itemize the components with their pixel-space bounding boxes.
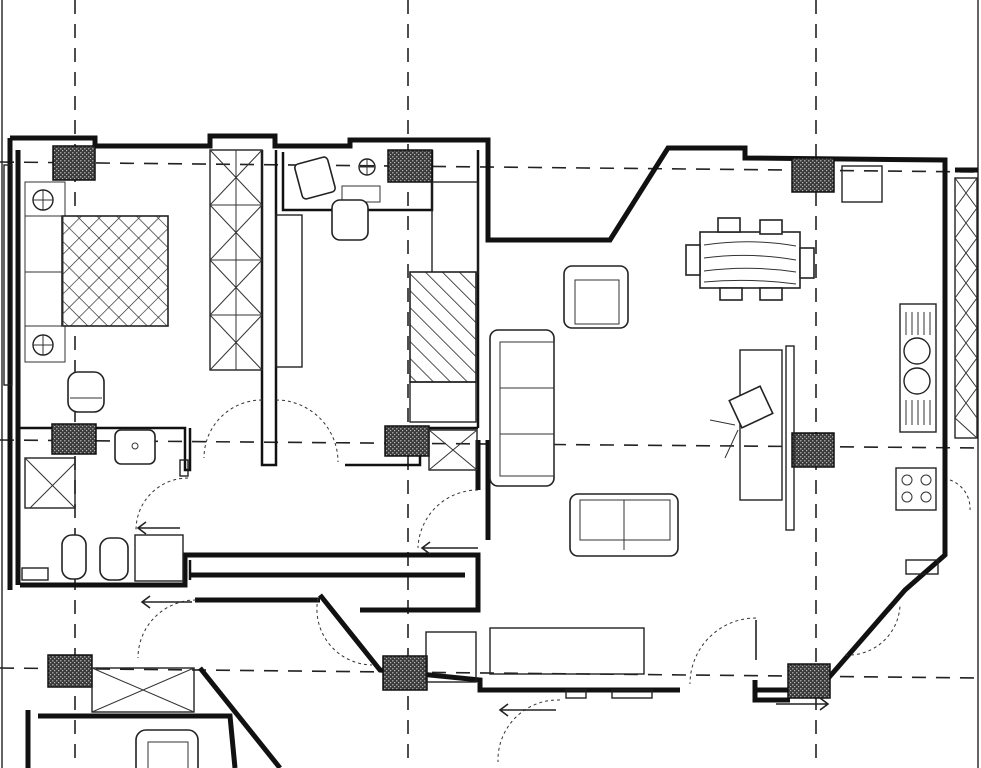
- bathroom: [21, 429, 189, 582]
- door-swing-icon: [135, 477, 189, 531]
- sink-icon: [903, 367, 931, 395]
- bed-icon: [409, 271, 477, 383]
- desk-chair-icon: [331, 199, 369, 241]
- lower-stair: [91, 667, 653, 768]
- hob-icon: [895, 467, 937, 511]
- dining-table-icon: [685, 217, 815, 301]
- pillar-icon: [51, 423, 97, 455]
- door-swing-icon: [417, 489, 479, 549]
- door-swing-icon: [949, 479, 971, 511]
- armchair-icon: [67, 371, 105, 413]
- pillars: [47, 145, 835, 699]
- entry-arrow-icon: [776, 697, 830, 711]
- living-room: [425, 265, 679, 683]
- balcony: [3, 164, 978, 439]
- toilet-icon: [61, 534, 87, 580]
- pillar-icon: [791, 157, 835, 193]
- sofa-icon: [489, 329, 555, 487]
- entry-arrow-icon: [420, 541, 478, 555]
- door-swing-icon: [203, 399, 263, 459]
- bed-icon: [61, 215, 169, 327]
- pillar-icon: [52, 145, 96, 181]
- entry-arrow-icon: [136, 521, 180, 535]
- door-swings: [135, 399, 971, 763]
- kitchen: [895, 303, 939, 575]
- door-swing-icon: [275, 399, 339, 463]
- bedroom: [24, 181, 169, 413]
- entry-arrow-icon: [498, 703, 556, 717]
- entry-arrow-icon: [140, 595, 192, 609]
- door-swing-icon: [689, 617, 757, 685]
- desk-chair-icon: [728, 385, 774, 429]
- armchair-icon: [135, 729, 199, 768]
- dining-area: [685, 165, 883, 301]
- sink-icon: [114, 429, 156, 465]
- pillar-icon: [787, 663, 831, 699]
- pillar-icon: [384, 425, 430, 457]
- study: [275, 156, 479, 423]
- entry-arrows: [136, 521, 830, 717]
- door-swing-icon: [844, 604, 901, 656]
- sink-icon: [903, 337, 931, 365]
- pillar-icon: [387, 149, 433, 183]
- pillar-icon: [382, 655, 428, 691]
- wardrobe: [209, 149, 263, 371]
- armchair-icon: [294, 156, 336, 200]
- armchair-icon: [563, 265, 629, 329]
- door-swing-icon: [316, 597, 373, 666]
- pillar-icon: [791, 432, 835, 468]
- sofa-icon: [569, 493, 679, 557]
- toilet-icon: [99, 537, 129, 581]
- pillar-icon: [47, 654, 93, 688]
- kitchen-island: [709, 345, 795, 531]
- door-swing-icon: [497, 699, 561, 763]
- storage-box: [428, 429, 478, 471]
- door-swing-icon: [137, 599, 197, 659]
- shower-icon: [24, 457, 76, 509]
